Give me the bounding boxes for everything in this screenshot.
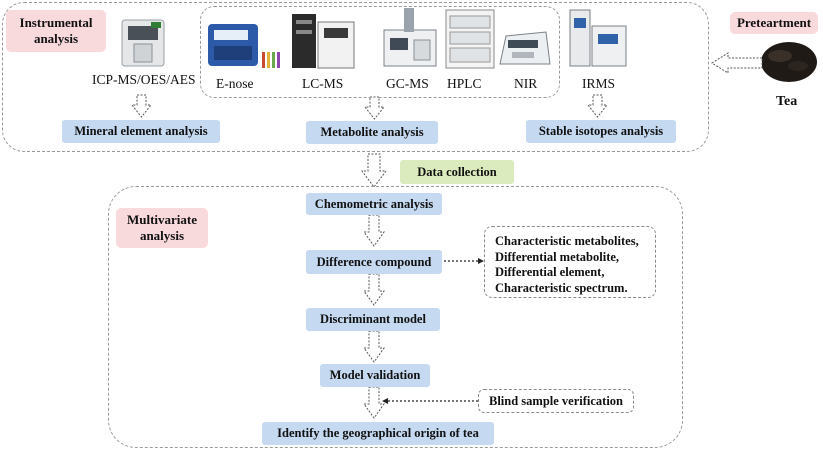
dotted-connectors <box>388 260 478 402</box>
discriminant-model-box: Discriminant model <box>306 308 440 331</box>
gc-ms-instrument-icon <box>383 8 437 67</box>
instrument-label-nir: NIR <box>514 76 538 91</box>
icp-ms-instrument-icon <box>121 19 165 67</box>
arrow-validation-to-origin <box>363 386 385 419</box>
geographical-origin-box: Identify the geographical origin of tea <box>262 422 494 445</box>
flow-arrows <box>130 52 763 419</box>
instrument-label-gcms: GC-MS <box>386 76 429 91</box>
tea-label: Tea <box>776 94 798 109</box>
arrow-chemometric-to-difference <box>363 214 385 247</box>
characteristic-item: Characteristic metabolites, <box>495 234 639 248</box>
instrument-images-container <box>200 6 560 98</box>
characteristic-item: Differential metabolite, <box>495 249 620 264</box>
instrument-label-hplc: HPLC <box>447 76 482 91</box>
instrument-label-icp: ICP-MS/OES/AES <box>92 72 196 87</box>
arrow-difference-to-discriminant <box>363 273 385 306</box>
difference-compound-box: Difference compound <box>306 250 442 274</box>
arrow-icp-to-mineral <box>130 94 153 118</box>
metabolite-analysis-box: Metabolite analysis <box>306 121 438 144</box>
stable-isotopes-analysis-box: Stable isotopes analysis <box>526 120 676 143</box>
instrumental-analysis-text: Instrumental analysis <box>19 15 93 46</box>
arrow-discriminant-to-validation <box>363 330 385 363</box>
multivariate-analysis-text: Multivariate analysis <box>126 212 198 243</box>
instrumental-container <box>2 2 709 152</box>
e-nose-instrument-icon <box>208 24 280 68</box>
hplc-instrument-icon <box>445 9 495 69</box>
model-validation-box: Model validation <box>320 364 430 387</box>
multivariate-container <box>108 186 683 448</box>
multivariate-analysis-label: Multivariate analysis <box>116 208 208 248</box>
mineral-element-analysis-box: Mineral element analysis <box>62 120 220 143</box>
lc-ms-instrument-icon <box>292 14 355 69</box>
characteristics-box: Characteristic metabolites, Differential… <box>484 226 656 298</box>
characteristic-item: Differential element, <box>495 265 605 279</box>
arrow-tea-to-instrumental <box>711 52 763 74</box>
tea-leaves-icon <box>761 42 817 82</box>
instrument-label-irms: IRMS <box>582 76 616 91</box>
arrow-metabolite <box>363 96 386 120</box>
blind-sample-verification-box: Blind sample verification <box>478 389 634 413</box>
irms-instrument-icon <box>569 9 627 67</box>
data-collection-box: Data collection <box>400 160 514 184</box>
arrow-irms-to-isotopes <box>586 94 609 118</box>
pretreatment-text: Preteartment <box>736 15 812 30</box>
nir-instrument-icon <box>499 31 551 65</box>
instrumental-analysis-label: Instrumental analysis <box>6 10 106 52</box>
arrow-to-data-collection <box>361 153 387 188</box>
instrument-label-lcms: LC-MS <box>302 76 344 91</box>
instrument-label-enose: E-nose <box>216 76 254 91</box>
characteristic-item: Characteristic spectrum. <box>495 280 628 295</box>
pretreatment-label: Preteartment <box>730 12 818 34</box>
chemometric-analysis-box: Chemometric analysis <box>306 193 442 215</box>
